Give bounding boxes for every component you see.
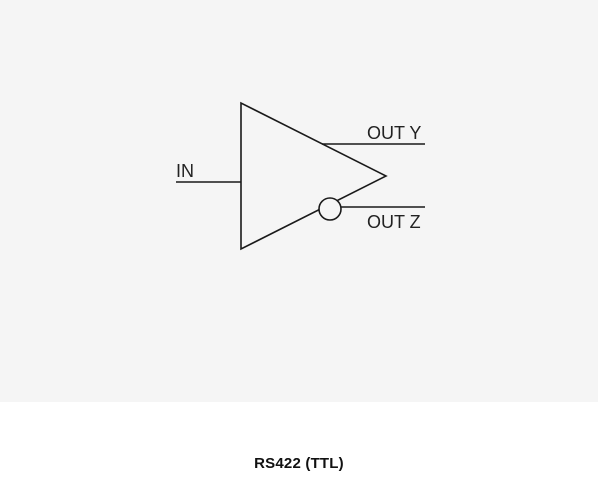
output-y-label: OUT Y: [367, 123, 421, 143]
input-label: IN: [176, 161, 194, 181]
driver-symbol-diagram: IN OUT Y OUT Z: [176, 101, 425, 251]
diagram-caption: RS422 (TTL): [254, 455, 344, 472]
output-z-label: OUT Z: [367, 212, 421, 232]
buffer-triangle: [240, 101, 388, 251]
inversion-bubble: [318, 197, 342, 221]
diagram-panel: IN OUT Y OUT Z: [176, 101, 425, 251]
